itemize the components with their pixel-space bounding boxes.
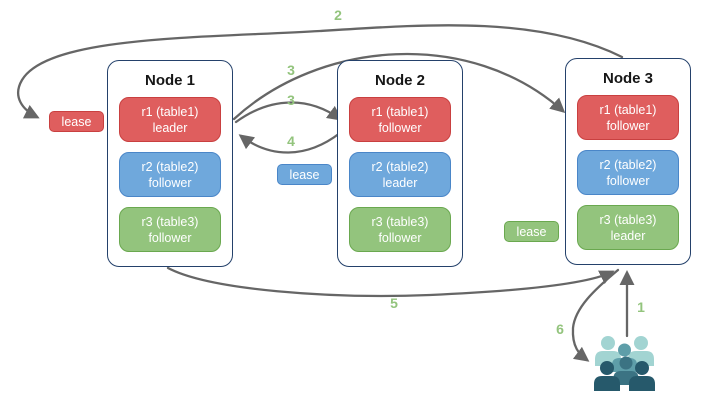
node-1-replica-r1: r1 (table1) leader <box>119 97 221 142</box>
lease-badge-table2: lease <box>277 164 332 185</box>
node-2-box: Node 2 r1 (table1) follower r2 (table2) … <box>337 60 463 267</box>
node-3-replica-r2: r2 (table2) follower <box>577 150 679 195</box>
replica-name: r3 (table3) <box>599 212 657 227</box>
node-1-box: Node 1 r1 (table1) leader r2 (table2) fo… <box>107 60 233 267</box>
replica-name: r1 (table1) <box>599 102 657 117</box>
replica-name: r3 (table3) <box>371 214 429 229</box>
step-label-2: 2 <box>334 7 342 23</box>
replica-name: r2 (table2) <box>599 157 657 172</box>
users-group-icon <box>594 336 655 391</box>
lease-badge-table1: lease <box>49 111 104 132</box>
step-label-6: 6 <box>556 321 564 337</box>
step-label-3-replicate-node2: 3 <box>287 92 295 108</box>
replica-role: follower <box>378 230 422 245</box>
replica-role: follower <box>148 175 192 190</box>
node-3-title: Node 3 <box>602 70 653 87</box>
replica-role: leader <box>382 175 418 190</box>
replica-name: r1 (table1) <box>141 104 199 119</box>
replica-role: follower <box>378 120 422 135</box>
replica-role: follower <box>606 173 650 188</box>
node-2-replica-r2: r2 (table2) leader <box>349 152 451 197</box>
lease-badge-table3: lease <box>504 221 559 242</box>
node-1-replica-r2: r2 (table2) follower <box>119 152 221 197</box>
replica-role: leader <box>152 120 188 135</box>
replica-role: leader <box>610 228 646 243</box>
replica-role: follower <box>606 118 650 133</box>
user-figure-dark-left <box>594 361 620 391</box>
replica-role: follower <box>148 230 192 245</box>
arrow-step-5-node1-to-node3 <box>166 266 615 298</box>
replica-name: r2 (table2) <box>371 159 429 174</box>
step-label-4: 4 <box>287 133 295 149</box>
node-2-title: Node 2 <box>374 72 425 89</box>
node-1-title: Node 1 <box>144 72 195 89</box>
node-3-box: Node 3 r1 (table1) follower r2 (table2) … <box>565 58 691 265</box>
node-1-replica-r3: r3 (table3) follower <box>119 207 221 252</box>
replica-name: r1 (table1) <box>371 104 429 119</box>
step-label-3-replicate-node3: 3 <box>287 62 295 78</box>
replica-name: r2 (table2) <box>141 159 199 174</box>
node-2-replica-r3: r3 (table3) follower <box>349 207 451 252</box>
replica-name: r3 (table3) <box>141 214 199 229</box>
node-3-replica-r3: r3 (table3) leader <box>577 205 679 250</box>
user-figure-dark-right <box>629 361 655 391</box>
step-label-5: 5 <box>390 295 398 311</box>
step-label-1: 1 <box>637 299 645 315</box>
node-3-replica-r1: r1 (table1) follower <box>577 95 679 140</box>
node-2-replica-r1: r1 (table1) follower <box>349 97 451 142</box>
